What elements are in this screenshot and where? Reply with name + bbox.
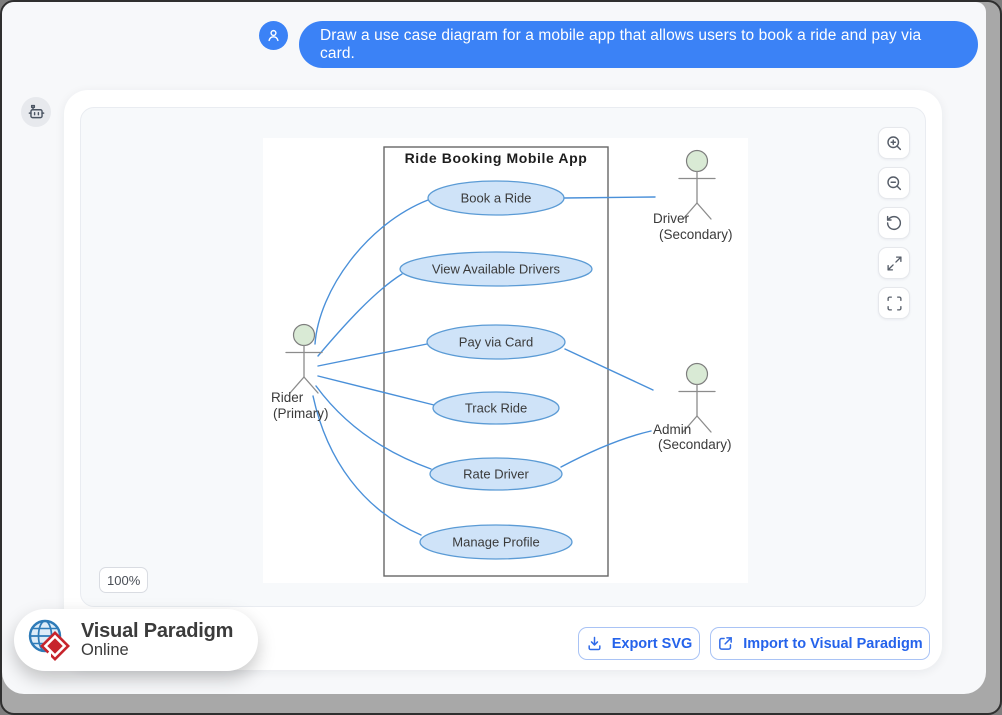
connection-line	[564, 348, 654, 391]
connection-line	[315, 385, 432, 470]
assistant-avatar	[21, 97, 51, 127]
app-window: Draw a use case diagram for a mobile app…	[2, 2, 986, 694]
use-case-ellipse	[399, 251, 593, 287]
actor: Admin(Secondary)	[653, 362, 732, 452]
globe-diamond-logo	[28, 619, 70, 661]
magnifier-minus-icon	[887, 176, 902, 191]
expand-button[interactable]	[878, 247, 910, 279]
actor-name: Admin	[653, 422, 691, 437]
logo-title: Visual Paradigm	[81, 620, 234, 643]
import-to-vp-label: Import to Visual Paradigm	[743, 635, 923, 652]
download-icon	[588, 636, 601, 651]
connection-line	[314, 199, 429, 345]
logo-text: Visual Paradigm Online	[81, 621, 233, 658]
connection-line	[563, 196, 656, 199]
system-boundary	[383, 146, 609, 577]
export-svg-label: Export SVG	[611, 635, 693, 652]
zoom-level-badge: 100%	[99, 567, 149, 593]
person-icon	[268, 29, 279, 42]
actor-head	[685, 362, 709, 386]
fullscreen-brackets-icon	[886, 295, 902, 311]
actor: Driver(Secondary)	[653, 149, 733, 242]
zoom-in-button[interactable]	[878, 127, 910, 159]
fullscreen-button[interactable]	[878, 287, 910, 319]
magnifier-plus-icon	[887, 136, 902, 151]
use-case-label: View Available Drivers	[432, 262, 561, 277]
robot-icon	[28, 104, 44, 118]
use-case-ellipse	[429, 457, 563, 491]
actor-stereotype: (Secondary)	[658, 437, 732, 452]
use-case: Rate Driver	[429, 457, 563, 491]
use-case-label: Book a Ride	[461, 191, 532, 206]
connection-line	[317, 343, 428, 367]
connection-line	[317, 273, 403, 357]
user-avatar	[259, 21, 288, 50]
actor-stereotype: (Secondary)	[659, 227, 733, 242]
connection-line	[312, 395, 422, 536]
rotate-ccw-icon	[886, 215, 902, 231]
connection-line	[560, 430, 652, 468]
use-case-ellipse	[427, 180, 565, 216]
use-case-label: Rate Driver	[463, 467, 529, 482]
system-title: Ride Booking Mobile App	[405, 150, 588, 166]
reset-view-button[interactable]	[878, 207, 910, 239]
vp-logo-card[interactable]: Visual Paradigm Online	[14, 609, 258, 671]
use-case: Track Ride	[432, 391, 560, 425]
connection-line	[317, 375, 435, 406]
export-svg-button[interactable]: Export SVG	[578, 627, 700, 660]
use-case-ellipse	[432, 391, 560, 425]
actor-head	[685, 149, 709, 173]
import-to-vp-button[interactable]: Import to Visual Paradigm	[710, 627, 930, 660]
zoom-toolbar	[878, 127, 910, 319]
zoom-out-button[interactable]	[878, 167, 910, 199]
use-case: Manage Profile	[419, 524, 573, 560]
actor-name: Rider	[271, 390, 304, 405]
actor-name: Driver	[653, 211, 690, 226]
logo-subtitle: Online	[81, 640, 129, 659]
use-case: View Available Drivers	[399, 251, 593, 287]
external-link-icon	[719, 637, 733, 650]
use-case-label: Manage Profile	[452, 535, 539, 550]
use-case-ellipse	[426, 324, 566, 360]
use-case-ellipse	[419, 524, 573, 560]
actor-stereotype: (Primary)	[273, 406, 329, 421]
use-case: Book a Ride	[427, 180, 565, 216]
actor: Rider(Primary)	[271, 323, 329, 421]
user-message-bubble: Draw a use case diagram for a mobile app…	[299, 21, 978, 68]
actor-head	[292, 323, 316, 347]
use-case: Pay via Card	[426, 324, 566, 360]
expand-arrows-icon	[886, 255, 902, 271]
use-case-label: Pay via Card	[459, 335, 533, 350]
use-case-label: Track Ride	[465, 401, 527, 416]
